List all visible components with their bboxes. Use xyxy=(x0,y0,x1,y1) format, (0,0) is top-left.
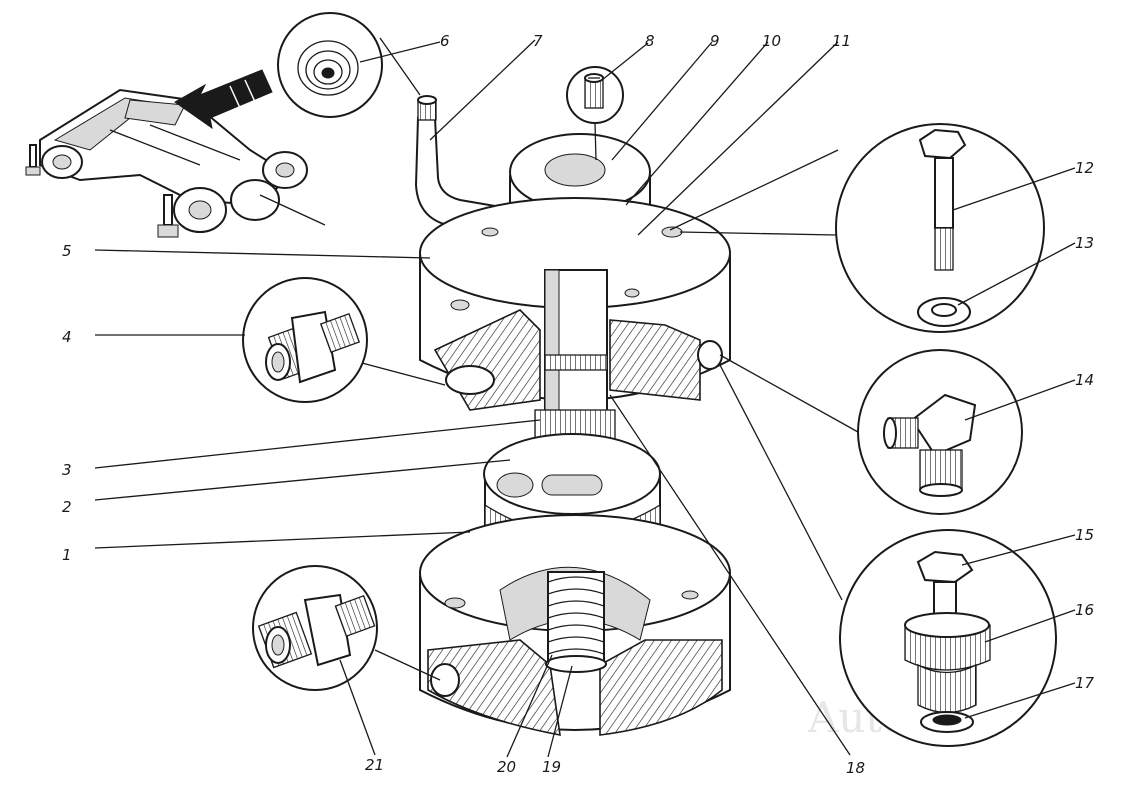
callout-11: 11 xyxy=(832,32,851,50)
detail-circle-screw xyxy=(566,66,624,124)
callout-4: 4 xyxy=(62,328,72,346)
callout-5: 5 xyxy=(62,242,72,260)
callout-19: 19 xyxy=(542,758,561,776)
callout-labels: 1 2 3 4 5 6 7 8 9 10 11 12 13 14 15 16 1… xyxy=(62,32,1095,777)
direction-arrow xyxy=(174,69,273,130)
callout-9: 9 xyxy=(710,32,720,50)
callout-6: 6 xyxy=(440,32,450,50)
leader-lines xyxy=(94,37,1076,758)
detail-circle-elbow xyxy=(857,349,1023,515)
callout-8: 8 xyxy=(645,32,655,50)
callout-13: 13 xyxy=(1075,234,1094,252)
detail-circle-bolt xyxy=(835,123,1045,333)
lower-body xyxy=(419,514,731,736)
detail-circle-cap xyxy=(277,12,383,118)
callout-18: 18 xyxy=(846,759,865,777)
callout-2: 2 xyxy=(62,498,72,516)
detail-circle-valve xyxy=(839,529,1057,747)
vehicle-illustration xyxy=(25,88,326,238)
callout-1: 1 xyxy=(62,546,72,564)
callout-20: 20 xyxy=(497,758,516,776)
callout-7: 7 xyxy=(533,32,543,50)
callout-10: 10 xyxy=(762,32,781,50)
detail-circle-fitting-21 xyxy=(252,565,378,691)
callout-12: 12 xyxy=(1075,159,1094,177)
callout-17: 17 xyxy=(1075,674,1095,692)
detail-circle-fitting-4 xyxy=(242,277,368,403)
callout-21: 21 xyxy=(365,756,384,774)
callout-3: 3 xyxy=(62,461,72,479)
callout-15: 15 xyxy=(1075,526,1094,544)
callout-16: 16 xyxy=(1075,601,1094,619)
spring xyxy=(545,571,607,673)
callout-14: 14 xyxy=(1075,371,1094,389)
upper-body xyxy=(419,197,731,451)
